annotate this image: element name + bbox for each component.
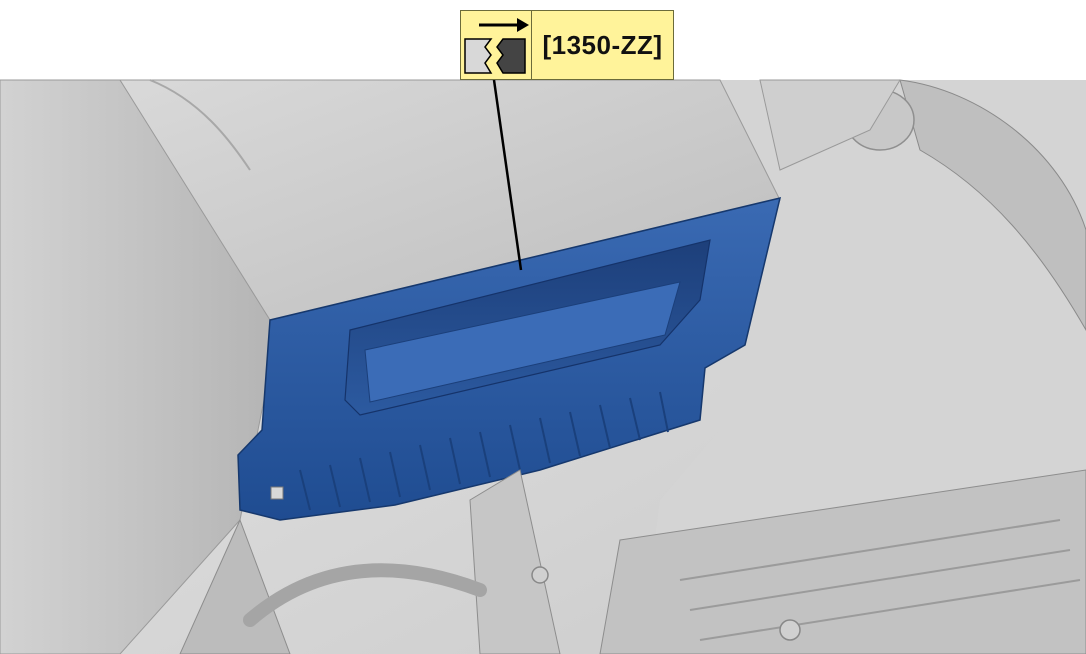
wiring-harness: [243, 563, 487, 627]
mounting-bolt: [779, 619, 801, 641]
steering-wheel-rim: [899, 79, 1086, 332]
center-support-bracket: [469, 469, 561, 654]
callout-code-box: [1350-ZZ]: [531, 10, 674, 80]
procedure-code: [1350-ZZ]: [542, 29, 663, 60]
panel-handle-grip: [364, 281, 681, 403]
callout-icon-box: [460, 10, 532, 80]
remove-arrow-clip-icon: [464, 18, 529, 74]
callout-leader-line: [492, 79, 523, 271]
panel-tab-marker: [270, 486, 284, 500]
lower-cross-member: [599, 469, 1086, 654]
callout-label: [1350-ZZ]: [460, 10, 674, 80]
panel-crease-line: [149, 79, 251, 171]
cross-member-ribs: [679, 519, 1081, 641]
column-shroud: [759, 79, 901, 171]
mounting-bolt: [531, 566, 549, 584]
lower-support-bracket: [179, 518, 291, 654]
panel-ribbing: [299, 391, 669, 511]
